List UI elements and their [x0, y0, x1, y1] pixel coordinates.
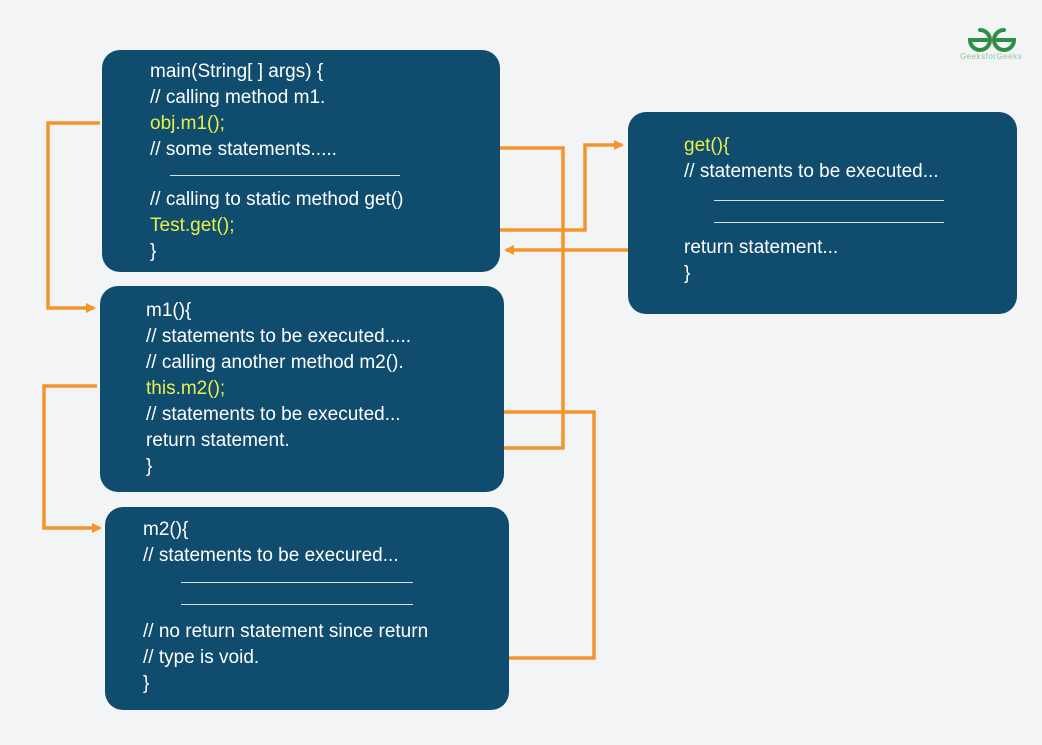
main-method-box: main(String[ ] args) { // calling method…	[102, 50, 500, 272]
m1-method-box: m1(){ // statements to be executed..... …	[100, 286, 504, 492]
main-placeholder-rule	[170, 175, 400, 176]
m2-method-box: m2(){ // statements to be execured... //…	[105, 507, 509, 710]
m1-line-close: }	[146, 456, 153, 477]
get-line-return: return statement...	[684, 237, 839, 258]
main-line-comment-call-get: // calling to static method get()	[150, 189, 404, 210]
get-line-comment: // statements to be executed...	[684, 161, 939, 182]
main-line-signature: main(String[ ] args) {	[150, 61, 324, 82]
m2-placeholder-rule-1	[181, 582, 413, 583]
get-placeholder-rule-2	[714, 222, 944, 223]
m2-line-close: }	[143, 673, 150, 694]
m2-line-comment-no-return: // no return statement since return	[143, 621, 429, 642]
m1-line-comment-call-m2: // calling another method m2().	[146, 352, 404, 373]
arrow-main-to-m1	[46, 121, 100, 313]
get-placeholder-rule-1	[714, 200, 944, 201]
get-line-close: }	[684, 263, 691, 284]
m2-line-comment: // statements to be execured...	[143, 545, 399, 566]
arrow-m1-to-m2	[42, 384, 102, 533]
m1-line-call-m2: this.m2();	[146, 378, 226, 399]
main-line-close: }	[150, 241, 157, 262]
logo-text: GeeksforGeeks	[960, 52, 1023, 61]
m2-placeholder-rule-2	[181, 604, 413, 605]
get-method-box: get(){ // statements to be executed... r…	[628, 112, 1017, 314]
m1-line-comment-2: // statements to be executed...	[146, 404, 401, 425]
m2-line-signature: m2(){	[143, 519, 189, 540]
m2-line-comment-void: // type is void.	[143, 647, 260, 668]
main-line-comment-call-m1: // calling method m1.	[150, 87, 326, 108]
m1-line-return: return statement.	[146, 430, 290, 451]
m1-line-signature: m1(){	[146, 300, 192, 321]
get-line-signature: get(){	[684, 135, 730, 156]
m1-line-comment-1: // statements to be executed.....	[146, 326, 412, 347]
main-line-call-get: Test.get();	[150, 215, 235, 236]
main-line-some-statements: // some statements.....	[150, 139, 337, 160]
geeksforgeeks-logo-icon	[967, 28, 1017, 52]
main-line-call-m1: obj.m1();	[150, 113, 225, 134]
